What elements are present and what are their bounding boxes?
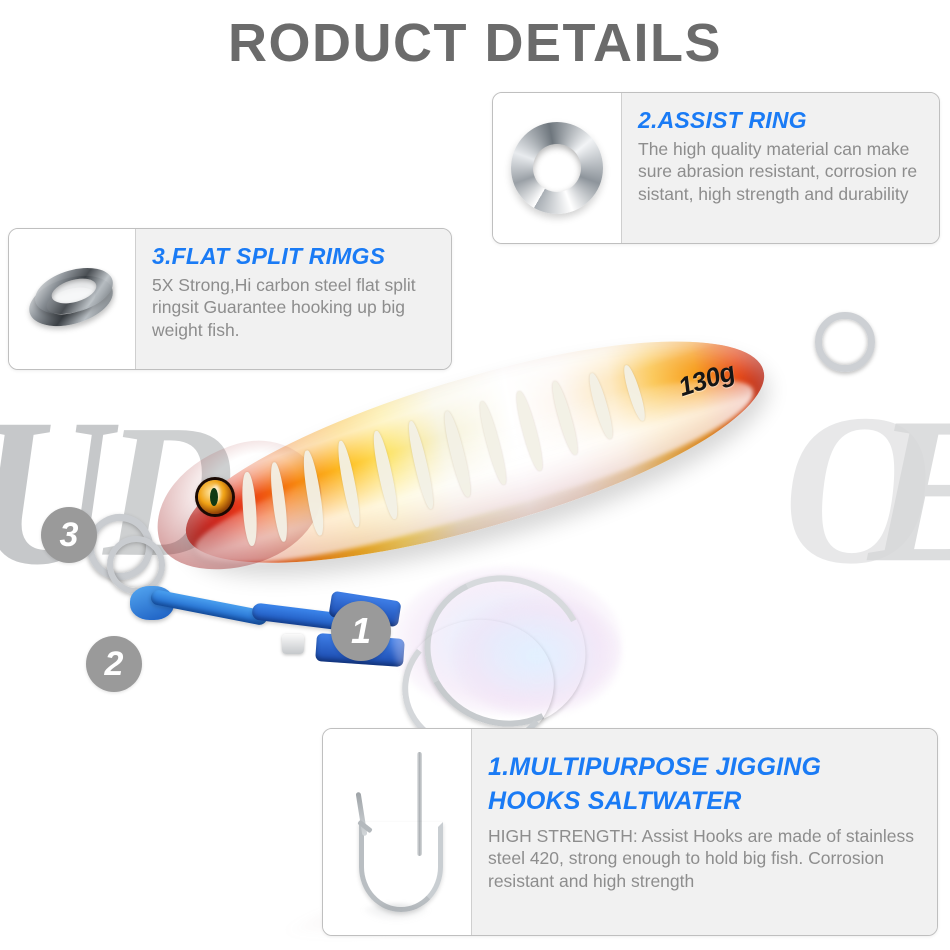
assist-ring-image-panel	[493, 93, 622, 243]
callout-badge-3: 3	[41, 507, 97, 563]
hook-body: HIGH STRENGTH: Assist Hooks are made of …	[488, 826, 914, 891]
assist-ring-text-panel: 2.ASSIST RING The high quality material …	[622, 93, 939, 243]
lure-belly-highlight	[184, 353, 766, 593]
assist-ring-heading: 2.ASSIST RING	[638, 107, 807, 133]
assist-ring-body: The high quality material can make sure …	[638, 138, 918, 204]
callout-badge-1: 1	[331, 601, 391, 661]
callout-card-flat-split-rings: 3.FLAT SPLIT RIMGS 5X Strong,Hi carbon s…	[8, 228, 452, 370]
flash-skirt-inner	[452, 596, 622, 716]
fishing-hook-icon	[343, 748, 451, 922]
split-rings-image-panel	[9, 229, 136, 369]
crimp-sleeve	[282, 634, 304, 654]
flat-split-ring-icon	[23, 259, 120, 335]
hook-text-panel: 1.MULTIPURPOSE JIGGING HOOKS SALTWATER H…	[472, 729, 937, 935]
callout-badge-2: 2	[86, 636, 142, 692]
lure-weight-label: 130g	[674, 355, 739, 403]
callout-card-assist-ring: 2.ASSIST RING The high quality material …	[492, 92, 940, 244]
split-rings-body: 5X Strong,Hi carbon steel flat split rin…	[152, 274, 416, 340]
split-rings-text-panel: 3.FLAT SPLIT RIMGS 5X Strong,Hi carbon s…	[136, 229, 451, 369]
hook-heading-line2: HOOKS SALTWATER	[488, 787, 742, 815]
hook-heading-line1: 1.MULTIPURPOSE JIGGING	[488, 753, 822, 781]
callout-card-jigging-hooks: 1.MULTIPURPOSE JIGGING HOOKS SALTWATER H…	[322, 728, 938, 936]
hook-image-panel	[323, 729, 472, 935]
tail-split-ring-icon	[815, 312, 875, 372]
solid-ring-icon	[511, 122, 603, 214]
split-rings-heading: 3.FLAT SPLIT RIMGS	[152, 243, 386, 269]
page-title: RODUCT DETAILS	[228, 13, 722, 73]
